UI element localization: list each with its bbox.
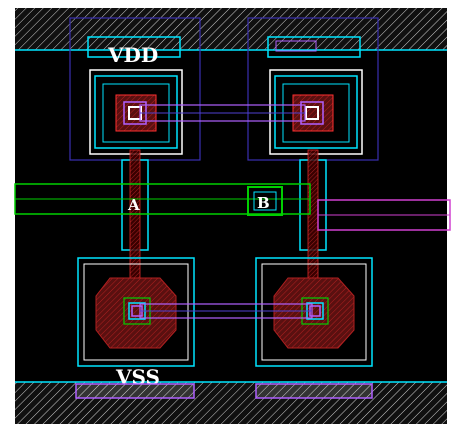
layout-area: [15, 8, 447, 424]
vdd-strap-right[interactable]: [267, 36, 361, 58]
pmos-metal2-link[interactable]: [139, 104, 306, 122]
vdd-rail[interactable]: [15, 8, 447, 50]
vss-rail[interactable]: [15, 382, 447, 424]
output-wire[interactable]: [317, 199, 451, 231]
vdd-strap-left[interactable]: [87, 36, 181, 58]
vss-label: VSS: [115, 365, 160, 389]
nmos-left[interactable]: [77, 257, 195, 367]
vss-strap-left[interactable]: [75, 383, 195, 399]
vdd-label: VDD: [107, 43, 158, 67]
vss-strap-right[interactable]: [255, 383, 373, 399]
input-a-label: A: [127, 196, 140, 214]
input-b-label: B: [257, 194, 270, 212]
input-b-contact: [253, 191, 277, 211]
via-strap-right[interactable]: [275, 40, 317, 52]
nmos-metal2-link[interactable]: [139, 303, 313, 319]
input-b-pin[interactable]: [247, 186, 283, 216]
input-a-wire[interactable]: [14, 183, 311, 215]
